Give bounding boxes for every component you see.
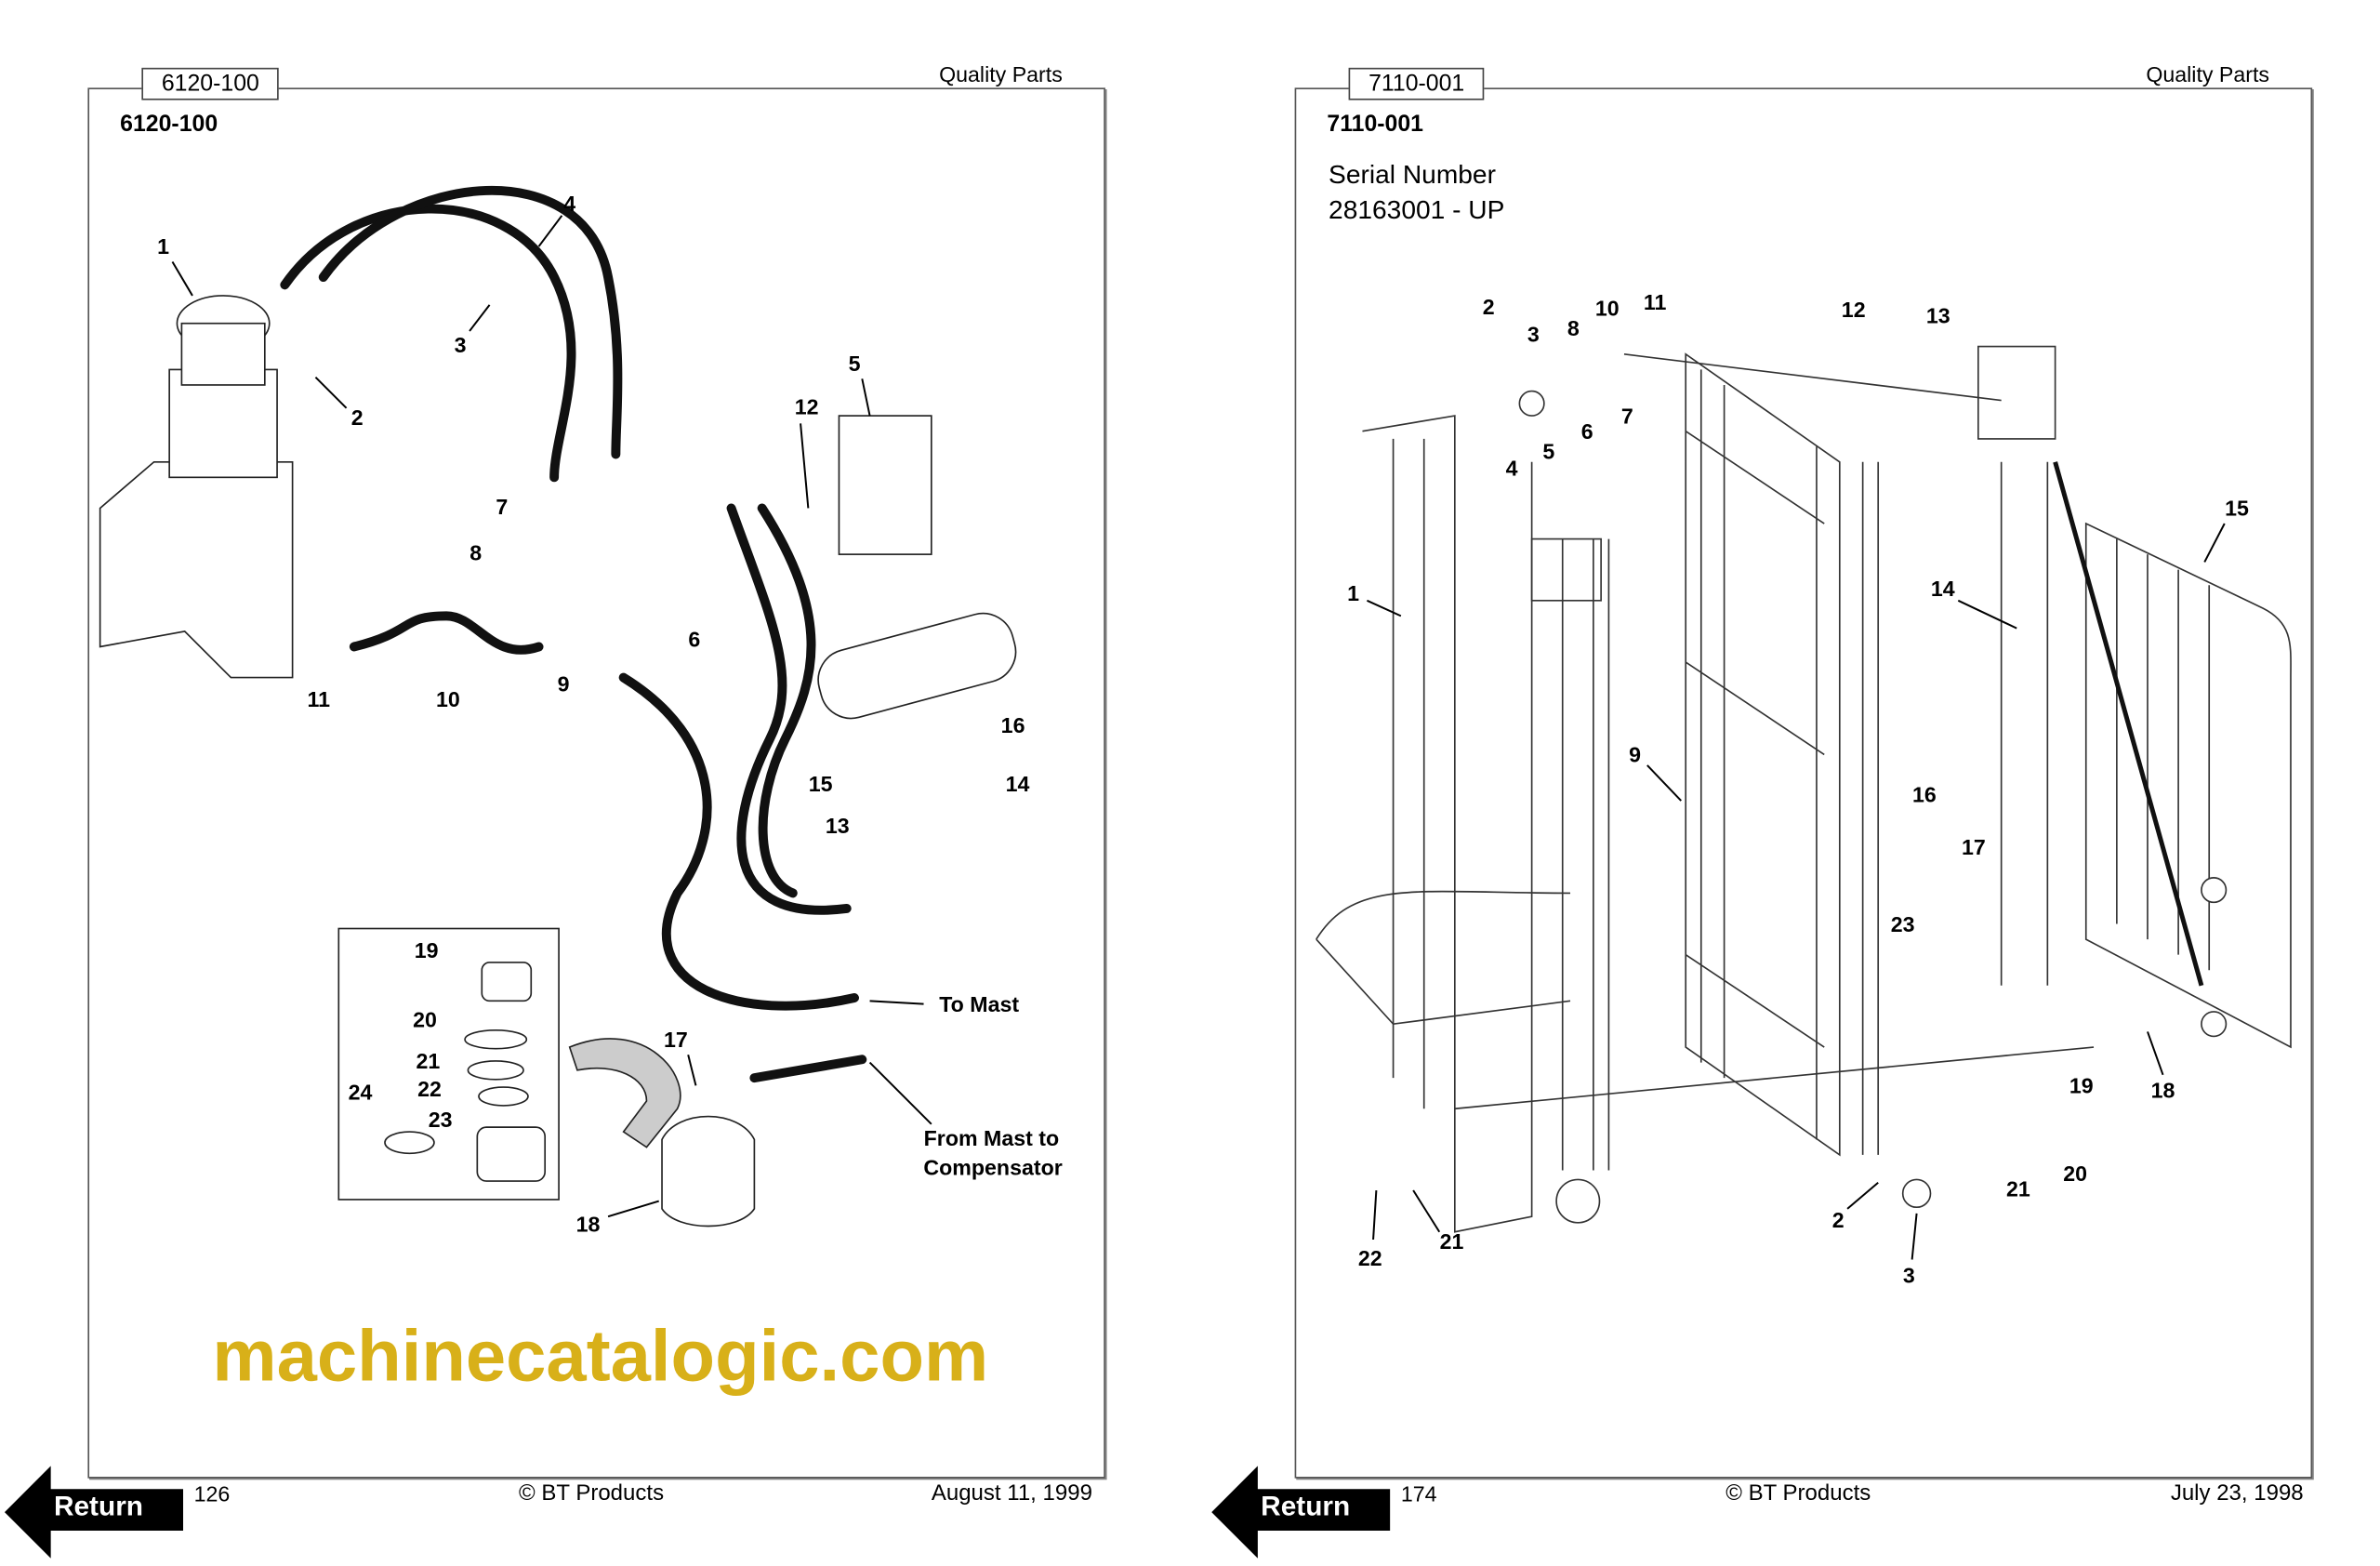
- r-callout-1: 1: [1347, 580, 1359, 605]
- r-callout-2: 2: [1482, 294, 1495, 319]
- left-header-quality-parts: Quality Parts: [939, 61, 1063, 86]
- compensator-18: [661, 1115, 756, 1228]
- arrow-shape: [568, 1038, 681, 1148]
- callout-24: 24: [348, 1079, 373, 1105]
- chain: [2053, 461, 2204, 987]
- callout-3: 3: [454, 332, 467, 358]
- r-callout-9: 9: [1629, 742, 1642, 767]
- left-copyright: © BT Products: [519, 1480, 665, 1506]
- left-tab-code: 6120-100: [141, 67, 280, 100]
- serial-number-label: Serial Number: [1329, 160, 1496, 190]
- left-leader-lines: [171, 215, 932, 1218]
- callout-10: 10: [435, 686, 460, 712]
- right-date: July 23, 1998: [2170, 1480, 2304, 1506]
- callout-21: 21: [416, 1048, 441, 1074]
- r-callout-20: 20: [2063, 1161, 2088, 1187]
- from-mast-label-2: Compensator: [923, 1154, 1063, 1180]
- callout-14: 14: [1005, 771, 1030, 797]
- right-return-button[interactable]: Return: [1211, 1466, 1391, 1559]
- callout-13: 13: [825, 813, 850, 838]
- cylinder: [817, 612, 1017, 720]
- callout-8: 8: [469, 540, 483, 565]
- left-return-button[interactable]: Return: [4, 1466, 184, 1559]
- callout-18: 18: [575, 1212, 601, 1237]
- r-callout-18: 18: [2150, 1078, 2175, 1103]
- callout-2: 2: [350, 405, 364, 430]
- callout-20: 20: [413, 1006, 437, 1032]
- r-callout-17: 17: [1961, 834, 1986, 859]
- carriage-15: [2084, 522, 2292, 1049]
- r-callout-2b: 2: [1831, 1207, 1844, 1232]
- outer-mast-1: [1362, 415, 1533, 1233]
- right-leader-lines: [1367, 523, 2226, 1260]
- return-arrow-icon: [4, 1466, 184, 1559]
- hose-3: [280, 204, 576, 483]
- return-arrow-icon: [1211, 1466, 1391, 1559]
- right-page-number: 174: [1400, 1480, 1437, 1506]
- callout-19: 19: [414, 937, 439, 962]
- r-callout-23: 23: [1890, 911, 1915, 936]
- callout-4: 4: [563, 191, 576, 216]
- right-return-label: Return: [1261, 1490, 1351, 1522]
- left-return-label: Return: [53, 1490, 143, 1522]
- pump-motor: [168, 368, 278, 479]
- callout-16: 16: [1000, 712, 1025, 738]
- inset-box: [337, 927, 560, 1201]
- to-mast-label: To Mast: [939, 991, 1020, 1016]
- r-callout-4: 4: [1505, 456, 1518, 481]
- valve-block-5: [838, 415, 932, 555]
- right-copyright: © BT Products: [1726, 1480, 1871, 1506]
- r-callout-14: 14: [1930, 576, 1955, 601]
- hose-13b: [757, 503, 816, 898]
- callout-15: 15: [808, 771, 833, 797]
- hose-to-mast: [618, 672, 859, 1011]
- r-callout-12: 12: [1841, 297, 1866, 323]
- right-page-frame: [1294, 87, 2313, 1479]
- watermark: machinecatalogic.com: [212, 1314, 989, 1397]
- r-callout-6: 6: [1580, 418, 1593, 444]
- right-tab-code: 7110-001: [1348, 67, 1485, 100]
- callout-6: 6: [688, 626, 701, 652]
- callout-11: 11: [307, 686, 331, 712]
- r-callout-3: 3: [1527, 322, 1540, 347]
- r-callout-21b: 21: [1439, 1228, 1464, 1254]
- left-section-code: 6120-100: [120, 111, 218, 138]
- r-callout-5: 5: [1542, 438, 1555, 464]
- left-page-number: 126: [193, 1480, 231, 1506]
- r-callout-15: 15: [2225, 496, 2249, 521]
- left-date: August 11, 1999: [931, 1480, 1092, 1506]
- cylinder-14: [2000, 461, 2049, 986]
- hose-10: [349, 611, 544, 655]
- left-page-frame: [87, 87, 1105, 1479]
- right-header-quality-parts: Quality Parts: [2146, 61, 2270, 86]
- r-callout-3b: 3: [1902, 1262, 1915, 1288]
- r-callout-16: 16: [1911, 782, 1937, 807]
- from-mast-label-1: From Mast to: [923, 1125, 1060, 1150]
- callout-5: 5: [848, 351, 861, 377]
- cylinder-head: [1977, 345, 2056, 440]
- r-callout-13: 13: [1925, 303, 1950, 328]
- callout-9: 9: [557, 670, 570, 697]
- right-section-code: 7110-001: [1327, 111, 1424, 138]
- r-callout-11: 11: [1643, 289, 1667, 314]
- r-callout-22: 22: [1357, 1245, 1382, 1271]
- r-callout-21: 21: [2005, 1176, 2030, 1201]
- callout-1: 1: [157, 233, 169, 259]
- r-callout-19: 19: [2069, 1073, 2094, 1098]
- r-callout-7: 7: [1620, 403, 1633, 429]
- r-callout-8: 8: [1567, 315, 1580, 340]
- callout-17: 17: [664, 1027, 688, 1052]
- serial-range: 28163001 - UP: [1329, 195, 1505, 225]
- callout-23: 23: [428, 1107, 453, 1133]
- hose-13a: [726, 503, 852, 915]
- callout-12: 12: [794, 393, 819, 419]
- callout-22: 22: [417, 1076, 442, 1101]
- r-callout-10: 10: [1594, 295, 1620, 321]
- hose-4: [318, 185, 623, 459]
- hose-17: [749, 1055, 867, 1083]
- inner-mast-9: [1685, 352, 1841, 1157]
- callout-7: 7: [496, 494, 509, 520]
